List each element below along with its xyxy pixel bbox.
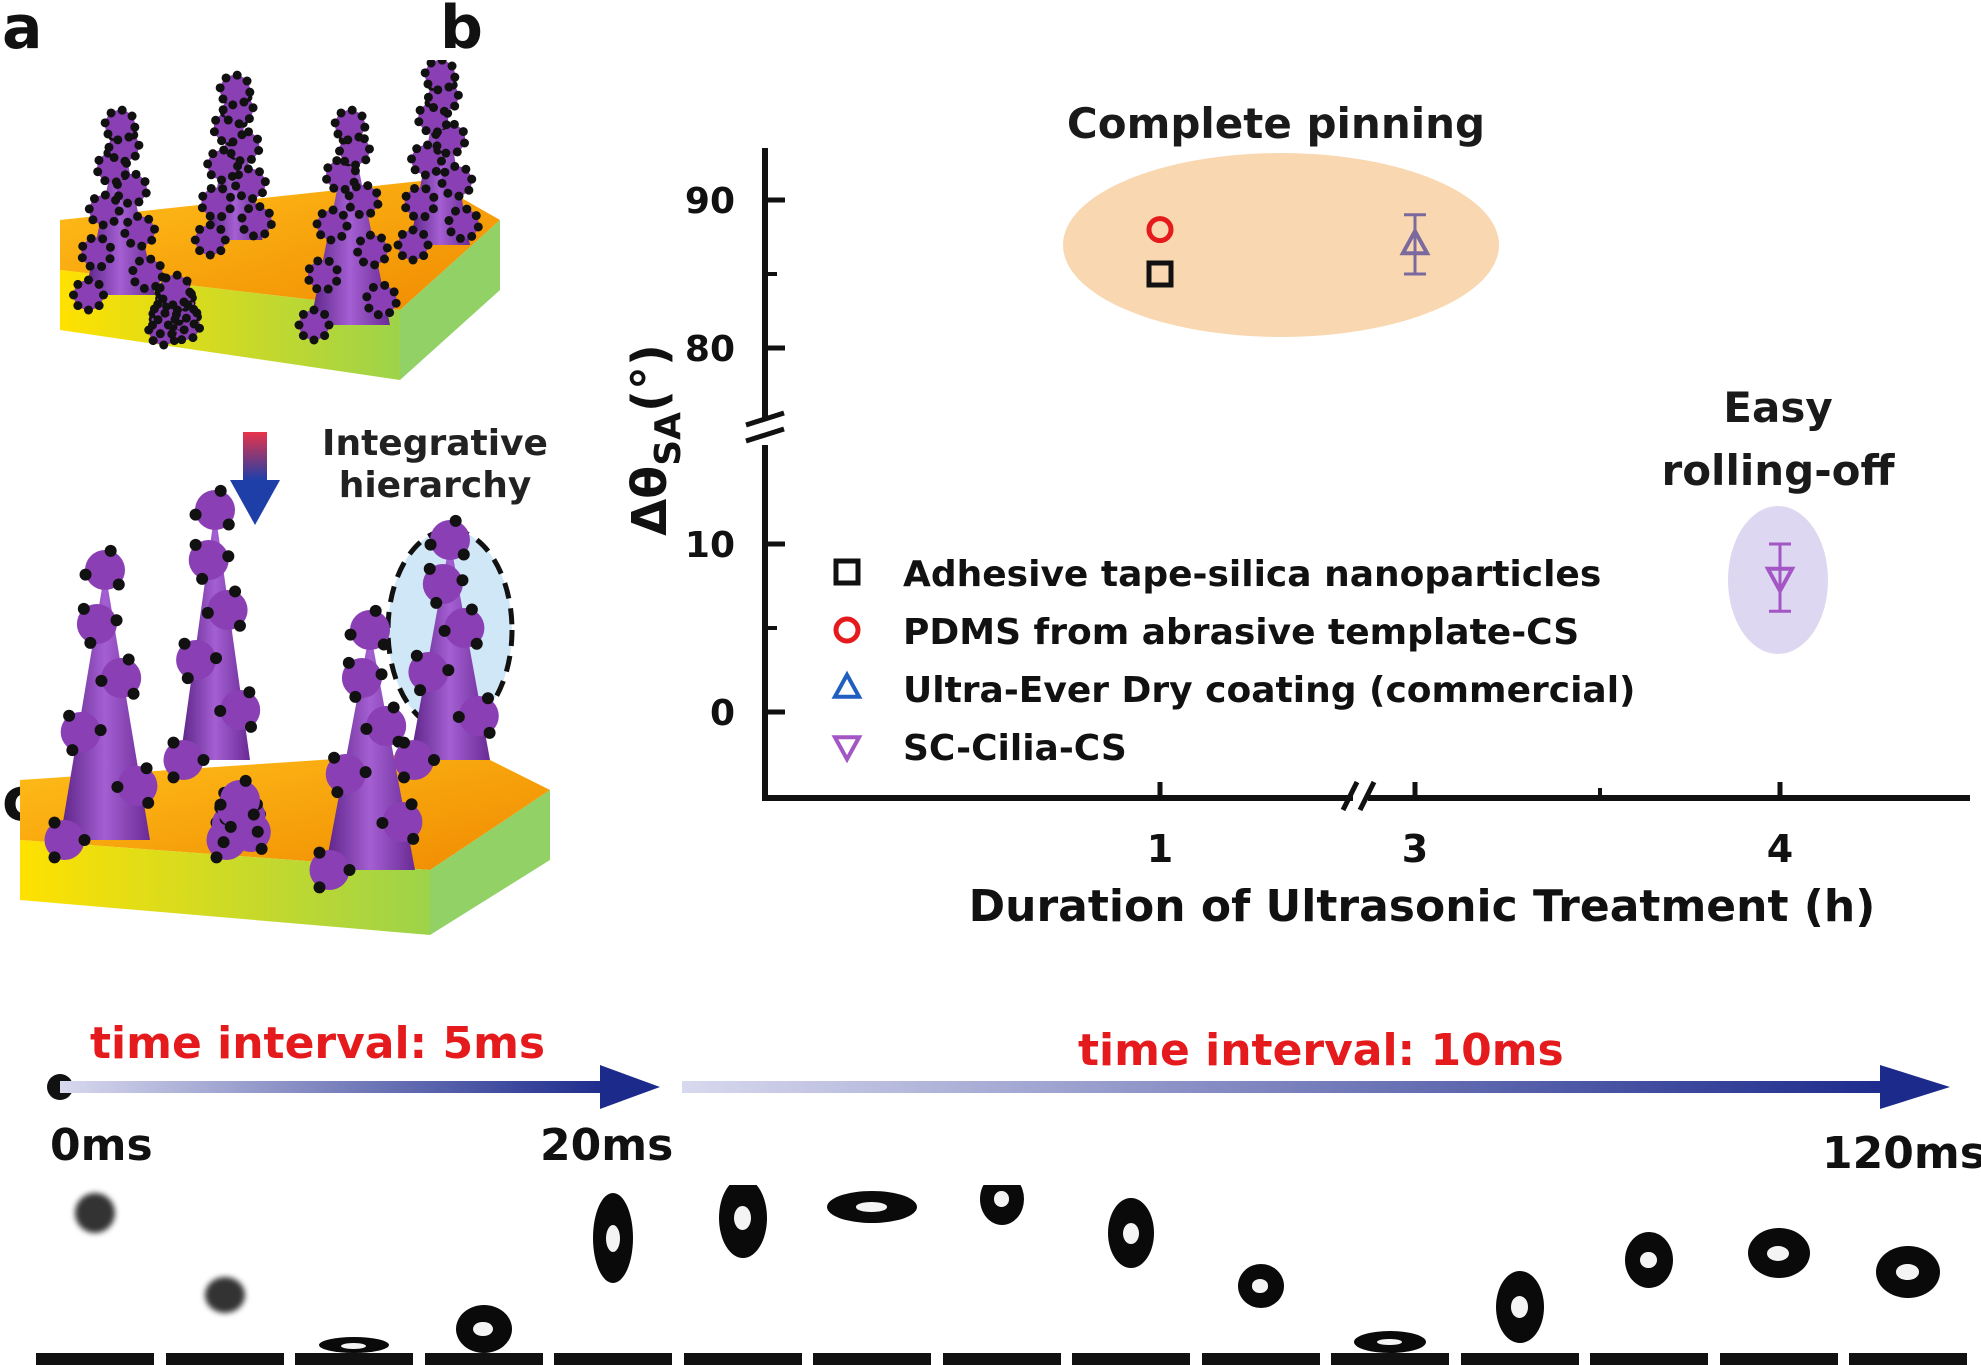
time-0ms: 0ms <box>50 1120 153 1171</box>
y-ticks: 80 90 0 10 <box>685 181 785 734</box>
x-axis-break <box>1340 780 1377 812</box>
hierarchy-schematic: Integrative hierarchy <box>20 60 550 935</box>
droplet-frame <box>1849 1185 1967 1365</box>
legend-label: SC-Cilia-CS <box>903 728 1127 769</box>
droplet-frame <box>295 1185 413 1365</box>
droplet-frame <box>813 1185 931 1365</box>
integrative-label: Integrative <box>322 423 548 464</box>
hierarchy-label: hierarchy <box>339 465 532 506</box>
y-label-unit: (°) <box>622 344 678 412</box>
droplet-frame <box>554 1185 672 1365</box>
x-tick-label: 1 <box>1147 827 1173 871</box>
time-120ms: 120ms <box>1822 1128 1981 1179</box>
droplet-frame <box>942 1185 1061 1365</box>
droplet-frame <box>1719 1185 1838 1365</box>
scatter-chart: Complete pinning Easy rolling-off 80 90 0 1… <box>622 99 1970 932</box>
x-ticks: 1 3 4 <box>1147 782 1793 871</box>
y-axis-label: ΔθSA(°) <box>622 344 689 536</box>
down-arrow-icon <box>230 432 280 525</box>
droplet-frame <box>1072 1185 1190 1365</box>
arrow-head-2 <box>1880 1065 1950 1109</box>
droplet-frame <box>1201 1185 1320 1365</box>
panel-label-b: b <box>440 0 483 63</box>
annotation-complete-pinning: Complete pinning <box>1067 99 1485 148</box>
droplet-frame <box>165 1185 284 1365</box>
y-tick-label: 80 <box>685 329 735 370</box>
data-point <box>1399 213 1431 276</box>
droplet-frame <box>36 1185 154 1365</box>
legend-item: Adhesive tape-silica nanoparticles <box>833 554 1601 595</box>
legend-label: PDMS from abrasive template-CS <box>903 612 1579 653</box>
interval-10ms-label: time interval: 10ms <box>1078 1025 1564 1076</box>
legend-item: SC-Cilia-CS <box>831 728 1127 769</box>
cones-bottom <box>44 484 499 894</box>
legend-item: Ultra-Ever Dry coating (commercial) <box>831 670 1636 711</box>
pinning-region <box>1063 153 1499 337</box>
annotation-easy: Easy <box>1723 383 1832 432</box>
y-tick-label: 10 <box>685 525 735 566</box>
rolling-region <box>1728 506 1828 654</box>
svg-text:ΔθSA(°): ΔθSA(°) <box>622 344 689 536</box>
legend-label: Adhesive tape-silica nanoparticles <box>903 554 1601 595</box>
droplet-frame <box>1460 1185 1579 1365</box>
interval-5ms-label: time interval: 5ms <box>90 1018 546 1069</box>
y-label-main: Δθ <box>622 466 678 536</box>
annotation-rolling-off: rolling-off <box>1661 446 1895 495</box>
timeline-arrows <box>47 1065 1950 1109</box>
x-axis-label: Duration of Ultrasonic Treatment (h) <box>969 881 1876 932</box>
y-tick-label: 0 <box>710 693 735 734</box>
data-point <box>1146 216 1174 244</box>
cones-top <box>69 60 483 350</box>
droplet-frame <box>424 1185 543 1365</box>
y-axis-break <box>745 410 785 444</box>
data-point <box>1146 260 1174 288</box>
y-label-sub: SA <box>648 412 689 466</box>
droplet-frame <box>683 1185 802 1365</box>
time-20ms: 20ms <box>540 1120 674 1171</box>
arrow-head-1 <box>600 1065 660 1109</box>
panel-label-a: a <box>2 0 43 63</box>
y-tick-label: 90 <box>685 181 735 222</box>
legend-item: PDMS from abrasive template-CS <box>833 612 1579 653</box>
data-point <box>1764 542 1796 613</box>
droplet-frame <box>1590 1185 1708 1365</box>
x-tick-label: 4 <box>1767 827 1793 871</box>
droplet-frame <box>1331 1185 1449 1365</box>
data-points <box>1146 213 1796 613</box>
x-tick-label: 3 <box>1402 827 1428 871</box>
legend-label: Ultra-Ever Dry coating (commercial) <box>903 670 1636 711</box>
